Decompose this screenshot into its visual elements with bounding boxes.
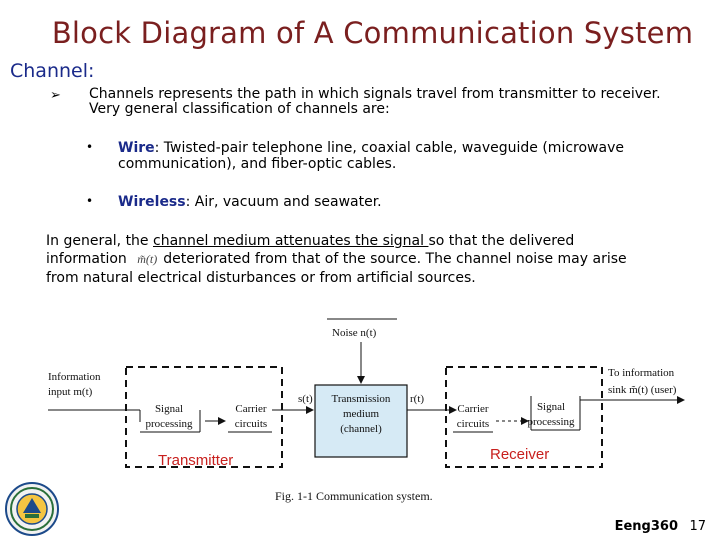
para-text: information [46,251,132,267]
intro-line-1: Channels represents the path in which si… [89,86,661,102]
tx-carrier-1: Carrier [235,403,266,415]
bullet-dot-icon: • [86,140,94,154]
channel-label-1: Transmission [332,393,391,405]
para-text: deteriorated from that of the source. Th… [163,251,627,267]
intro-line-2: Very general classification of channels … [89,101,390,117]
channel-box [314,384,408,458]
channel-label-3: (channel) [340,423,382,435]
transmitter-label: Transmitter [158,452,233,469]
s-t-label: s(t) [298,393,313,405]
arrow-bullet-icon: ➢ [50,88,61,103]
rx-signal-processing-2: processing [527,416,575,428]
output-label-2: sink m̃(t) (user) [608,384,677,396]
tx-signal-processing-2: processing [145,418,193,430]
bullet-wire-text: : Twisted-pair telephone line, coaxial c… [154,140,624,156]
slide-title: Block Diagram of A Communication System [51,16,694,50]
figure-caption: Fig. 1-1 Communication system. [275,489,433,503]
para-underlined-text: channel medium attenuates the signal [153,233,429,249]
para-line-1: In general, the channel medium attenuate… [46,233,574,249]
bullet-wire-line-1: Wire: Twisted-pair telephone line, coaxi… [118,140,624,156]
rx-signal-processing-1: Signal [537,401,565,413]
r-t-label: r(t) [410,393,424,405]
bullet-wire-line-2: communication), and fiber-optic cables. [118,156,397,172]
bullet-wireless-text: : Air, vacuum and seawater. [185,194,382,210]
input-label-2: input m(t) [48,386,93,398]
input-label-1: Information [48,371,101,383]
tx-signal-processing-1: Signal [155,403,183,415]
rx-carrier-1: Carrier [457,403,488,415]
para-text: so that the delivered [428,233,575,249]
receiver-box [445,366,603,468]
section-heading: Channel: [10,60,95,82]
tx-carrier-2: circuits [235,418,267,430]
bullet-wire-term: Wire [118,140,155,156]
noise-label: Noise n(t) [332,327,377,339]
m-tilde-symbol: m̃(t) [137,252,158,266]
university-logo [5,482,59,536]
receiver-label: Receiver [490,446,549,463]
bullet-wireless-line-1: Wireless: Air, vacuum and seawater. [118,194,382,210]
para-line-3: from natural electrical disturbances or … [46,270,476,286]
bullet-dot-icon: • [86,194,94,208]
transmitter-box [125,366,283,468]
channel-label-2: medium [343,408,379,420]
communication-block-diagram: Noise n(t) Transmission medium (channel)… [48,318,685,503]
page-number: 17 [689,519,706,534]
para-line-2: information m̃(t) deteriorated from that … [46,251,627,267]
course-code: Eeng360 [614,519,678,534]
bullet-wireless-term: Wireless [118,194,186,210]
rx-carrier-2: circuits [457,418,489,430]
output-label-1: To information [608,367,675,379]
para-text: In general, the [46,233,153,249]
